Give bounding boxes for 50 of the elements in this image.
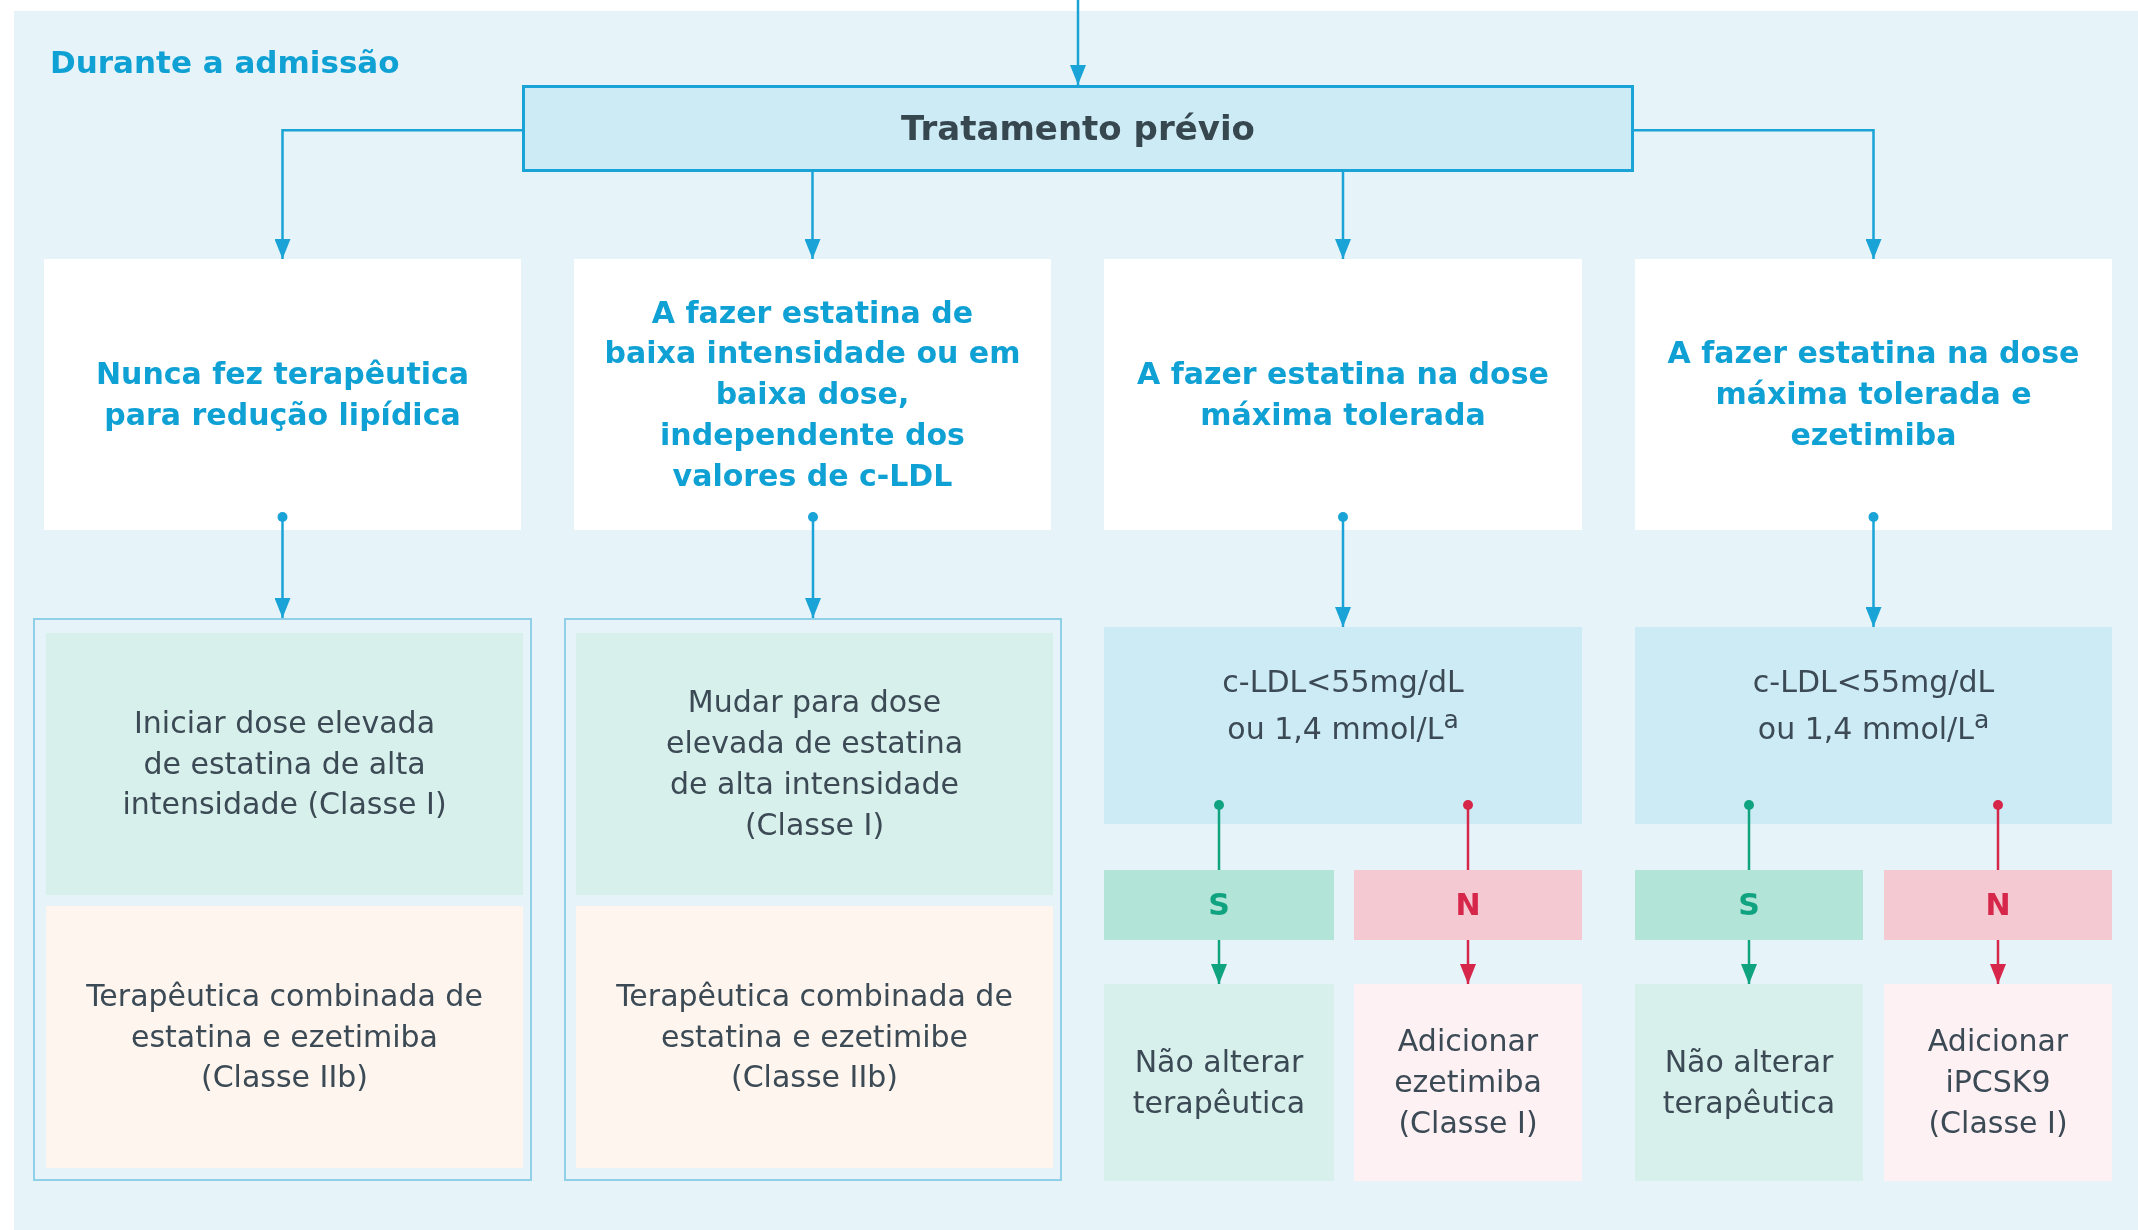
node-title: S [1208, 885, 1230, 924]
arrow [274, 512, 291, 618]
node-text: c-LDL<55mg/dL ou 1,4 mmol/L$^{a}$ [1751, 662, 1996, 748]
node-text: Terapêutica combinada de estatina e ezetimibe (Classe IIb) [616, 976, 1013, 1097]
node-title: Nunca fez terapêutica para redução lipídica [94, 354, 471, 434]
arrow [1211, 940, 1227, 984]
node-text: Adicionar iPCSK9 (Classe I) [1926, 1022, 2070, 1142]
answer-box [1884, 870, 2112, 940]
node-text: Não alterar terapêutica [1131, 1042, 1307, 1122]
result-box [1635, 984, 1863, 1181]
group-frame [564, 618, 1062, 1181]
answer-box [1354, 870, 1582, 940]
decision-box [1104, 627, 1582, 824]
arrow [1990, 940, 2006, 984]
arrow [1335, 172, 1351, 259]
decision-box [1635, 627, 2112, 824]
arrow [1460, 940, 1476, 984]
result-box [1884, 984, 2112, 1181]
node-text: Terapêutica combinada de estatina e ezetimiba (Classe IIb) [86, 976, 483, 1097]
node-title: N [1455, 885, 1481, 924]
result-box [1104, 984, 1334, 1181]
condition-box [1104, 259, 1582, 530]
node-text: Não alterar terapêutica [1661, 1042, 1837, 1122]
node-title: A fazer estatina de baixa intensidade ou em baixa dose, independente dos valores de c-LDL [603, 293, 1022, 495]
section-heading: Durante a admissão [50, 44, 400, 80]
node-title: Tratamento prévio [901, 107, 1255, 151]
result-box [1354, 984, 1582, 1181]
node-title: S [1738, 885, 1760, 924]
process-box [522, 85, 1634, 172]
node-title: A fazer estatina na dose máxima tolerada [1136, 354, 1550, 434]
node-text: Iniciar dose elevada de estatina de alta intensidade (Classe I) [121, 703, 448, 824]
condition-box [44, 259, 521, 530]
arrow [1634, 129, 1882, 259]
node-title: A fazer estatina na dose máxima tolerada e ezetimiba [1666, 334, 2081, 454]
arrow [805, 512, 821, 618]
arrow [1335, 512, 1351, 627]
condition-box [1635, 259, 2112, 530]
node-text: Adicionar ezetimiba (Classe I) [1393, 1022, 1543, 1142]
arrow [1741, 940, 1757, 984]
node-text: c-LDL<55mg/dL ou 1,4 mmol/L$^{a}$ [1221, 662, 1465, 748]
arrow [274, 129, 522, 259]
arrow [804, 172, 821, 259]
group-frame [33, 618, 532, 1181]
node-title: N [1985, 885, 2011, 924]
arrow [1865, 512, 1882, 627]
arrow [1070, 0, 1086, 85]
answer-box [1104, 870, 1334, 940]
node-text: Mudar para dose elevada de estatina de alta intensidade (Classe I) [664, 683, 965, 844]
answer-box [1635, 870, 1863, 940]
condition-box [574, 259, 1051, 530]
